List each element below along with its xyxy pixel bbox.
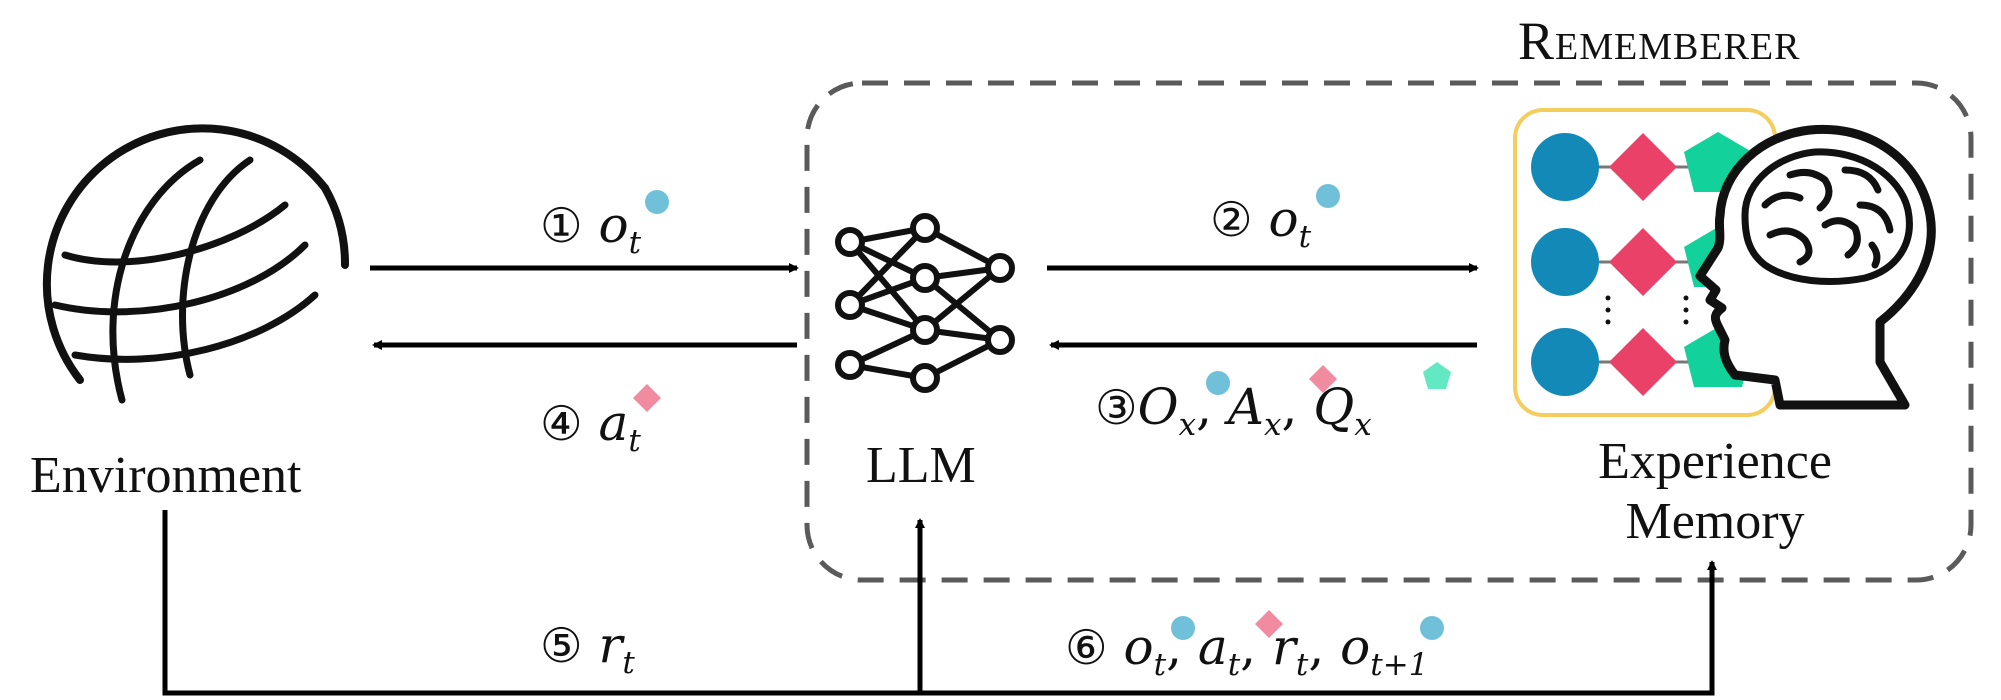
step-4-number: ④ xyxy=(540,397,583,452)
action-marker xyxy=(633,384,661,412)
observation-cell xyxy=(1531,133,1599,201)
environment-label: Environment xyxy=(30,447,302,504)
step-3-sub-3: x xyxy=(1354,406,1372,443)
action-marker xyxy=(1309,365,1337,393)
globe-icon xyxy=(42,124,350,404)
step-4-label: ④ at xyxy=(540,398,641,457)
step-2-label: ② ot xyxy=(1210,194,1311,253)
obs-marker xyxy=(645,190,669,214)
step-5-number: ⑤ xyxy=(540,619,583,674)
obs-marker xyxy=(1171,616,1195,640)
qvalue-marker xyxy=(1423,362,1451,389)
step-6-number: ⑥ xyxy=(1065,621,1108,676)
neural-network-icon xyxy=(835,213,1015,393)
step-3-action: A xyxy=(1227,378,1264,436)
step-3-sub-1: x xyxy=(1178,406,1197,443)
observation-cell xyxy=(1531,328,1599,396)
obs-marker xyxy=(1420,616,1444,640)
step-2-number: ② xyxy=(1210,193,1253,248)
feedback-line xyxy=(162,510,1717,696)
markers xyxy=(633,184,1451,640)
ellipsis-dots xyxy=(1605,295,1689,325)
step-1-symbol: o xyxy=(598,196,629,254)
experience-memory-label: Experience Memory xyxy=(1570,432,1860,552)
step-4-symbol: a xyxy=(598,394,629,452)
obs-marker xyxy=(1316,184,1340,208)
step-3-obs: O xyxy=(1137,378,1179,436)
step-5-label: ⑤ rt xyxy=(540,620,635,679)
observation-cell xyxy=(1531,228,1599,296)
step-1-number: ① xyxy=(540,199,583,254)
step-6-obs: o xyxy=(1123,618,1154,676)
action-marker xyxy=(1255,610,1283,638)
memory-label-line2: Memory xyxy=(1625,492,1805,550)
step-3-sub-2: x xyxy=(1264,406,1282,443)
rememberer-container xyxy=(804,80,1974,583)
action-cell xyxy=(1609,133,1677,201)
llm-label: LLM xyxy=(866,437,976,494)
action-cell xyxy=(1609,228,1677,296)
arrows xyxy=(162,263,1717,696)
step-4-subscript: t xyxy=(628,422,641,459)
step-3-label: ③Ox, Ax, Qx xyxy=(1095,378,1372,443)
memory-label-line1: Experience xyxy=(1598,433,1832,490)
step-6-reward: r xyxy=(1271,618,1296,676)
obs-marker xyxy=(1206,371,1230,395)
step-1-label: ① ot xyxy=(540,200,641,259)
rememberer-title: Rememberer xyxy=(1518,11,1801,71)
step-6-action: a xyxy=(1197,618,1228,676)
step-5-subscript: t xyxy=(622,644,635,681)
step-2-subscript: t xyxy=(1298,218,1312,255)
brain-head-icon xyxy=(1695,124,1936,410)
step-6-next-obs: o xyxy=(1340,618,1371,676)
step-2-symbol: o xyxy=(1268,190,1299,248)
action-cell xyxy=(1609,328,1677,396)
step-5-symbol: r xyxy=(598,616,623,674)
step-1-subscript: t xyxy=(628,224,642,261)
step-6-label: ⑥ ot, at, rt, ot+1 xyxy=(1065,618,1429,683)
step-3-number: ③ xyxy=(1095,381,1138,436)
step-3-q: Q xyxy=(1313,378,1355,436)
